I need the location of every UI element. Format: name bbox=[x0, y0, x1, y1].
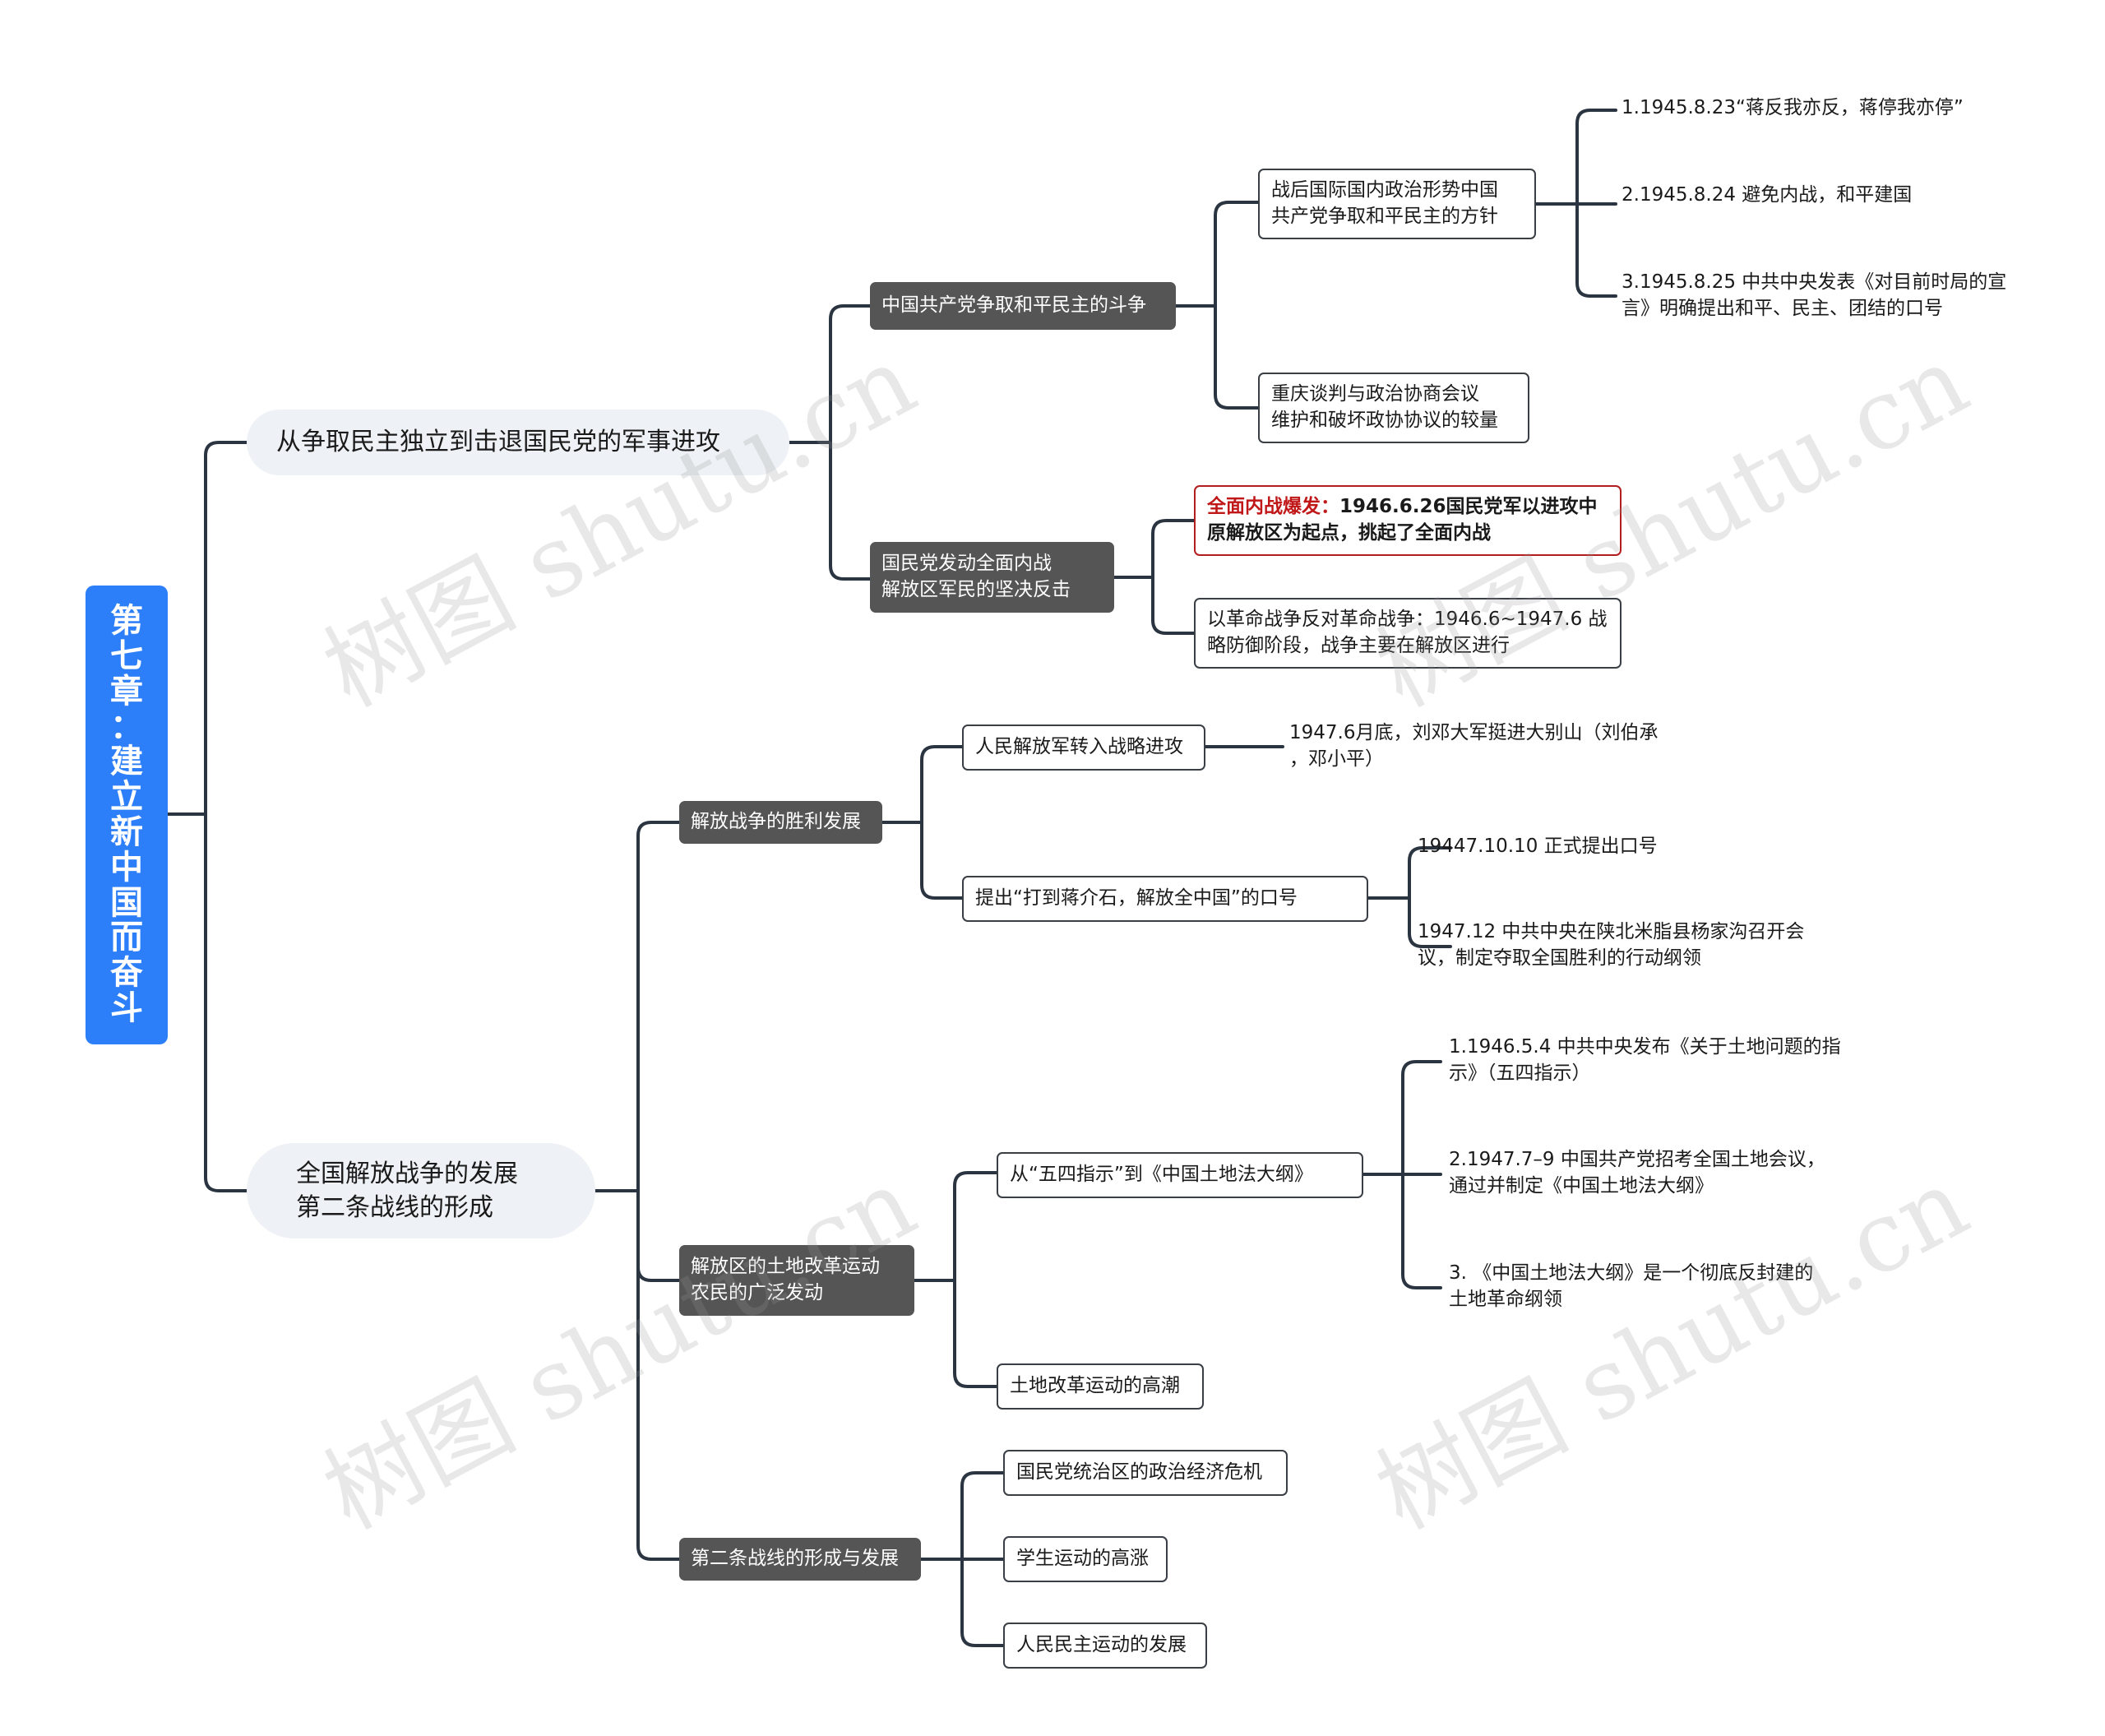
subtopic-war-victory-development[interactable]: 解放战争的胜利发展 bbox=[679, 801, 882, 844]
leaf-slogan-proposed-text: 19447.10.10 正式提出口号 bbox=[1418, 836, 1658, 857]
leaf-1945-8-25-line1: 3.1945.8.25 中共中央发表《对目前时局的宣 bbox=[1622, 271, 2007, 293]
topic-strategic-offensive-label: 人民解放军转入战略进攻 bbox=[975, 736, 1183, 758]
subtopic-war-victory-development-label: 解放战争的胜利发展 bbox=[691, 811, 861, 833]
topic-student-movement-label: 学生运动的高涨 bbox=[1016, 1548, 1149, 1570]
leaf-yangjiagou-meeting-line2: 议，制定夺取全国胜利的行动纲领 bbox=[1418, 947, 1701, 969]
topic-people-democracy-label: 人民民主运动的发展 bbox=[1016, 1634, 1187, 1656]
topic-may-fourth-directive-label: 从“五四指示”到《中国土地法大纲》 bbox=[1010, 1164, 1313, 1186]
leaf-land-law-program[interactable]: 3. 《中国土地法大纲》是一个彻底反封建的 土地革命纲领 bbox=[1449, 1261, 1909, 1318]
leaf-1946-5-4-line1: 1.1946.5.4 中共中央发布《关于土地问题的指 bbox=[1449, 1036, 1841, 1058]
topic-overthrow-chiang-slogan-label: 提出“打到蒋介石，解放全中国”的口号 bbox=[975, 887, 1298, 910]
topic-chongqing-negotiation-line2: 维护和破坏政协协议的较量 bbox=[1271, 410, 1498, 431]
topic-postwar-policy-line1: 战后国际国内政治形势中国 bbox=[1271, 179, 1498, 201]
subtopic-peace-democracy-struggle-label: 中国共产党争取和平民主的斗争 bbox=[881, 294, 1146, 317]
leaf-yangjiagou-meeting-line1: 1947.12 中共中央在陕北米脂县杨家沟召开会 bbox=[1418, 921, 1805, 942]
topic-student-movement[interactable]: 学生运动的高涨 bbox=[1003, 1536, 1168, 1582]
root-title-char: 斗 bbox=[110, 988, 143, 1027]
topic-kmt-crisis-label: 国民党统治区的政治经济危机 bbox=[1016, 1461, 1262, 1484]
topic-chongqing-negotiation-line1: 重庆谈判与政治协商会议 bbox=[1271, 383, 1479, 405]
root-title-char: 七 bbox=[110, 637, 143, 676]
civil-war-outbreak-line2: 原解放区为起点，挑起了全面内战 bbox=[1207, 522, 1491, 544]
topic-kmt-political-economic-crisis[interactable]: 国民党统治区的政治经济危机 bbox=[1003, 1450, 1288, 1496]
root-title-char: 奋 bbox=[110, 954, 143, 993]
leaf-yangjiagou-meeting[interactable]: 1947.12 中共中央在陕北米脂县杨家沟召开会 议，制定夺取全国胜利的行动纲领 bbox=[1418, 919, 1878, 977]
subtopic-land-reform-line2: 农民的广泛发动 bbox=[691, 1282, 823, 1303]
root-title-char: ： bbox=[110, 707, 143, 746]
branch-liberation-war[interactable]: 全国解放战争的发展 第二条战线的形成 bbox=[247, 1143, 595, 1238]
topic-land-reform-climax-label: 土地改革运动的高潮 bbox=[1010, 1375, 1180, 1397]
leaf-1946-5-4[interactable]: 1.1946.5.4 中共中央发布《关于土地问题的指 示》（五四指示） bbox=[1449, 1035, 1909, 1092]
leaf-land-law-program-line1: 3. 《中国土地法大纲》是一个彻底反封建的 bbox=[1449, 1262, 1814, 1284]
topic-strategic-offensive[interactable]: 人民解放军转入战略进攻 bbox=[962, 724, 1205, 771]
root-title-char: 建 bbox=[110, 743, 143, 781]
leaf-1946-5-4-line2: 示》（五四指示） bbox=[1449, 1062, 1591, 1084]
branch-democracy-struggle[interactable]: 从争取民主独立到击退国民党的军事进攻 bbox=[247, 410, 789, 475]
subtopic-land-reform[interactable]: 解放区的土地改革运动 农民的广泛发动 bbox=[679, 1245, 914, 1316]
topic-overthrow-chiang-slogan[interactable]: 提出“打到蒋介石，解放全中国”的口号 bbox=[962, 876, 1368, 922]
leaf-1945-8-24[interactable]: 2.1945.8.24 避免内战，和平建国 bbox=[1622, 183, 2082, 215]
topic-revolutionary-war-line2: 略防御阶段，战争主要在解放区进行 bbox=[1207, 635, 1510, 656]
topic-people-democracy-movement[interactable]: 人民民主运动的发展 bbox=[1003, 1623, 1207, 1669]
leaf-1945-8-23[interactable]: 1.1945.8.23“蒋反我亦反，蒋停我亦停” bbox=[1622, 95, 2082, 128]
root-title-char: 新 bbox=[110, 813, 143, 851]
topic-revolutionary-war-line1: 以革命战争反对革命战争：1946.6~1947.6 战 bbox=[1207, 609, 1608, 631]
branch-liberation-war-line1: 全国解放战争的发展 bbox=[296, 1159, 518, 1188]
root-title-char: 第 bbox=[110, 602, 143, 641]
civil-war-outbreak-lead: 全面内战爆发： bbox=[1207, 496, 1339, 518]
leaf-1945-8-25[interactable]: 3.1945.8.25 中共中央发表《对目前时局的宣 言》明确提出和平、民主、团… bbox=[1622, 270, 2082, 327]
topic-chongqing-negotiation[interactable]: 重庆谈判与政治协商会议 维护和破坏政协协议的较量 bbox=[1258, 373, 1529, 443]
leaf-1947-7-9-line1: 2.1947.7–9 中国共产党招考全国土地会议， bbox=[1449, 1149, 1825, 1170]
topic-land-reform-climax[interactable]: 土地改革运动的高潮 bbox=[997, 1363, 1204, 1410]
leaf-dabie-mountains-line1: 1947.6月底，刘邓大军挺进大别山（刘伯承 bbox=[1289, 722, 1659, 743]
leaf-dabie-mountains[interactable]: 1947.6月底，刘邓大军挺进大别山（刘伯承 ，邓小平） bbox=[1289, 720, 1750, 778]
root-title-char: 国 bbox=[110, 883, 143, 922]
leaf-dabie-mountains-line2: ，邓小平） bbox=[1289, 748, 1384, 770]
leaf-1945-8-24-text: 2.1945.8.24 避免内战，和平建国 bbox=[1622, 184, 1913, 206]
topic-postwar-policy[interactable]: 战后国际国内政治形势中国 共产党争取和平民主的方针 bbox=[1258, 169, 1536, 239]
leaf-1947-7-9[interactable]: 2.1947.7–9 中国共产党招考全国土地会议， 通过并制定《中国土地法大纲》 bbox=[1449, 1147, 1909, 1205]
subtopic-civil-war-counterattack[interactable]: 国民党发动全面内战 解放区军民的坚决反击 bbox=[870, 542, 1114, 613]
branch-liberation-war-line2: 第二条战线的形成 bbox=[296, 1193, 493, 1222]
root-title-char: 章 bbox=[110, 672, 143, 711]
root-topic-chapter-seven[interactable]: 第七章：建立新中国而奋斗 bbox=[86, 586, 168, 1044]
subtopic-second-front-label: 第二条战线的形成与发展 bbox=[691, 1548, 899, 1570]
leaf-1947-7-9-line2: 通过并制定《中国土地法大纲》 bbox=[1449, 1174, 1714, 1197]
subtopic-land-reform-line1: 解放区的土地改革运动 bbox=[691, 1256, 880, 1278]
topic-may-fourth-directive-to-land-law[interactable]: 从“五四指示”到《中国土地法大纲》 bbox=[997, 1152, 1363, 1198]
root-title-char: 而 bbox=[110, 919, 143, 957]
subtopic-civil-war-counterattack-line2: 解放区军民的坚决反击 bbox=[881, 579, 1071, 600]
leaf-1945-8-25-line2: 言》明确提出和平、民主、团结的口号 bbox=[1622, 297, 1943, 319]
leaf-slogan-proposed[interactable]: 19447.10.10 正式提出口号 bbox=[1418, 834, 1878, 867]
subtopic-second-front[interactable]: 第二条战线的形成与发展 bbox=[679, 1538, 921, 1581]
root-title-char: 中 bbox=[110, 848, 143, 887]
topic-postwar-policy-line2: 共产党争取和平民主的方针 bbox=[1271, 206, 1498, 227]
branch-democracy-struggle-label: 从争取民主独立到击退国民党的军事进攻 bbox=[276, 428, 720, 457]
subtopic-peace-democracy-struggle[interactable]: 中国共产党争取和平民主的斗争 bbox=[870, 282, 1176, 330]
topic-revolutionary-war[interactable]: 以革命战争反对革命战争：1946.6~1947.6 战 略防御阶段，战争主要在解… bbox=[1194, 598, 1622, 669]
subtopic-civil-war-counterattack-line1: 国民党发动全面内战 bbox=[881, 553, 1052, 575]
leaf-1945-8-23-text: 1.1945.8.23“蒋反我亦反，蒋停我亦停” bbox=[1622, 97, 1964, 118]
leaf-land-law-program-line2: 土地革命纲领 bbox=[1449, 1288, 1562, 1310]
root-title-char: 立 bbox=[110, 778, 143, 817]
civil-war-outbreak-text: 1946.6.26国民党军以进攻中 bbox=[1339, 496, 1598, 518]
topic-full-civil-war-outbreak[interactable]: 全面内战爆发：1946.6.26国民党军以进攻中 原解放区为起点，挑起了全面内战 bbox=[1194, 485, 1622, 556]
